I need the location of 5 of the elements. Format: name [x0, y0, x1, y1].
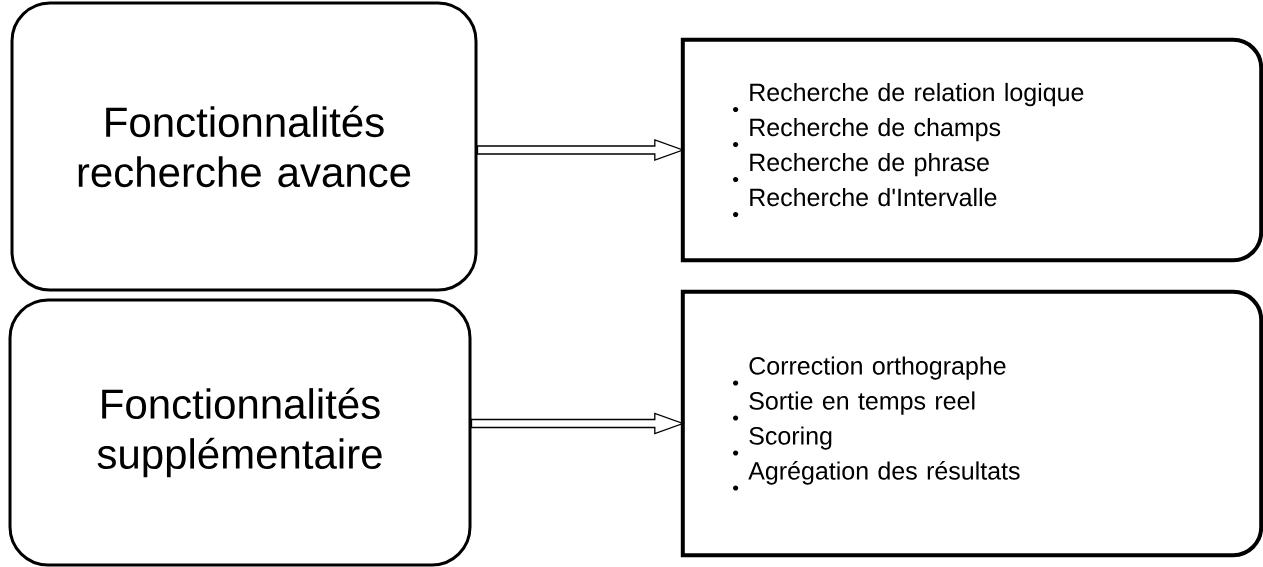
- feature-box: Fonctionnalités recherche avance: [10, 1, 478, 292]
- feature-box: Fonctionnalités supplémentaire: [8, 298, 472, 567]
- bullet-list-box: Correction orthographe Sortie en temps reel Scoring Agrégation des résultats: [680, 289, 1263, 558]
- bullet-list-box: Recherche de relation logique Recherche de champs Recherche de phrase Recherche d'Intervalle: [680, 37, 1263, 263]
- block-arrow: [470, 412, 685, 435]
